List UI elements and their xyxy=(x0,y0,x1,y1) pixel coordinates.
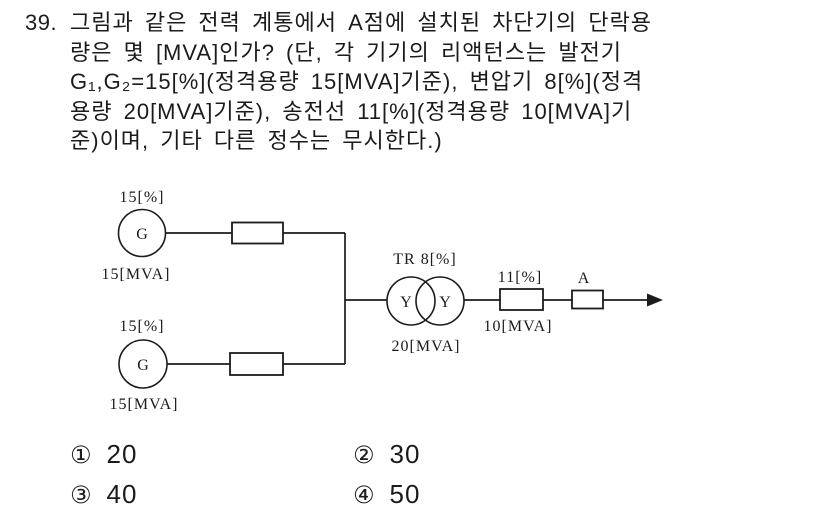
question-line: G₁,G₂=15[%](정격용량 15[MVA]기준), 변압기 8[%](정격 xyxy=(70,69,644,94)
choice-1-marker: ① xyxy=(70,442,92,469)
transformer-name-label: TR 8[%] xyxy=(393,251,456,268)
generator-top-reactance-label: 15[%] xyxy=(120,189,165,206)
choice-4-marker: ④ xyxy=(353,482,375,509)
question-line: 그림과 같은 전력 계통에서 A점에 설치된 차단기의 단락용 xyxy=(70,10,652,35)
point-a-label: A xyxy=(578,270,591,287)
choice-4[interactable]: ④ 50 xyxy=(353,481,420,509)
generator-bottom-reactance-label: 15[%] xyxy=(120,318,165,335)
choice-3-value: 40 xyxy=(106,479,138,509)
breaker-box xyxy=(571,289,604,310)
reactor-box-bottom xyxy=(229,352,284,376)
question-line: 량은 몇 [MVA]인가? (단, 각 기기의 리액턴스는 발전기 xyxy=(70,39,623,65)
question-number: 39. xyxy=(25,10,58,35)
transformer-winding-right-symbol: Y xyxy=(439,294,451,311)
choice-2[interactable]: ② 30 xyxy=(353,441,420,469)
choice-4-value: 50 xyxy=(389,479,421,509)
choice-3-marker: ③ xyxy=(70,482,92,509)
transformer-winding-left-symbol: Y xyxy=(400,294,412,311)
line-reactance-label: 11[%] xyxy=(498,269,542,286)
generator-top-capacity-label: 15[MVA] xyxy=(102,266,171,283)
generator-top-symbol: G xyxy=(136,226,148,243)
arrow-icon xyxy=(647,293,663,307)
question-text: 그림과 같은 전력 계통에서 A점에 설치된 차단기의 단락용 량은 몇 [MV… xyxy=(70,8,820,156)
choice-3[interactable]: ③ 40 xyxy=(70,481,137,509)
reactor-box-top xyxy=(231,221,284,245)
transformer-circle-left xyxy=(386,276,436,326)
choice-1-value: 20 xyxy=(106,439,138,469)
question-line: 준)이며, 기타 다른 정수는 무시한다.) xyxy=(70,128,443,153)
generator-bottom-symbol: G xyxy=(137,357,149,374)
transformer-circle-right xyxy=(415,276,465,326)
generator-bottom-circle xyxy=(118,339,168,389)
transformer-capacity-label: 20[MVA] xyxy=(392,338,461,355)
generator-bottom-capacity-label: 15[MVA] xyxy=(110,396,179,413)
choice-1[interactable]: ① 20 xyxy=(70,441,137,469)
choice-2-marker: ② xyxy=(353,442,375,469)
question-line: 용량 20[MVA]기준), 송전선 11[%](정격용량 10[MVA]기 xyxy=(70,98,633,124)
circuit-diagram: G 15[%] 15[MVA] G 15[%] 15[MVA] TR 8[%] … xyxy=(102,189,663,413)
line-capacity-label: 10[MVA] xyxy=(484,318,553,335)
line-reactor-box xyxy=(499,288,544,311)
choice-2-value: 30 xyxy=(389,439,421,469)
